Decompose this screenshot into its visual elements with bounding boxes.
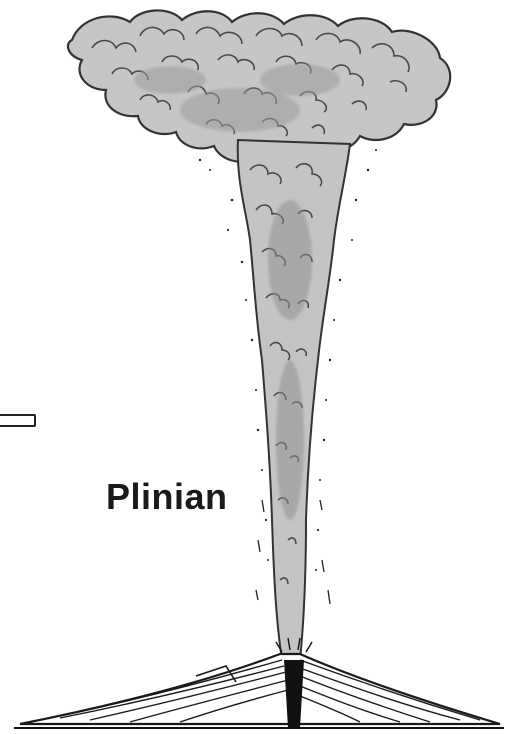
left-edge-marker: [0, 414, 36, 427]
eruption-column: [199, 140, 377, 660]
volcano-cone: [14, 638, 504, 728]
eruption-type-label: Plinian: [106, 476, 228, 518]
